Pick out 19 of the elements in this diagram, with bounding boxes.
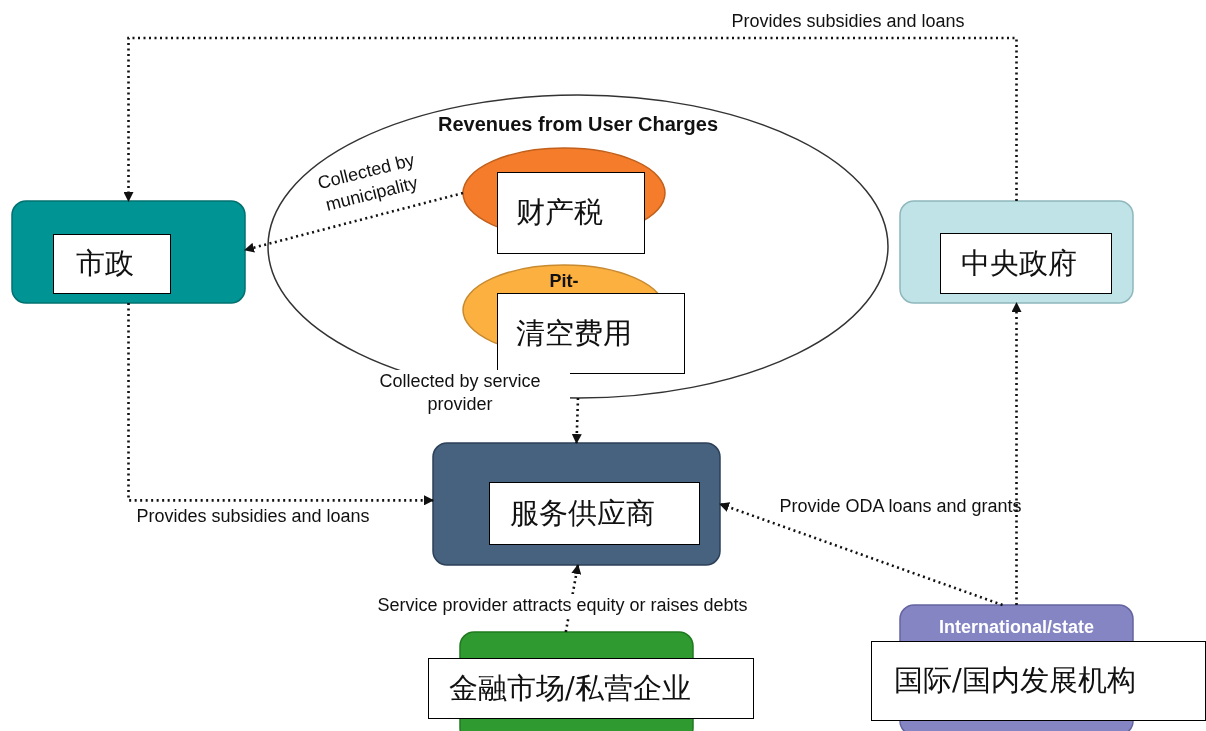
arrow bbox=[244, 191, 464, 253]
label-box: 清空费用 bbox=[497, 293, 685, 374]
node-title: Pit- bbox=[548, 271, 580, 292]
arrow bbox=[127, 303, 434, 506]
label-box: 服务供应商 bbox=[489, 482, 700, 545]
arrow bbox=[1011, 302, 1022, 605]
arrow bbox=[719, 502, 1003, 607]
node-title: International/state bbox=[938, 617, 1095, 638]
label-box: 财产税 bbox=[497, 172, 645, 254]
edge-label: Provides subsidies and loans bbox=[135, 505, 371, 528]
label-box: 国际/国内发展机构 bbox=[871, 641, 1206, 721]
node-title: Revenues from User Charges bbox=[436, 113, 720, 136]
label-box: 中央政府 bbox=[940, 233, 1112, 294]
edge-label: Provide ODA loans and grants bbox=[778, 495, 1023, 518]
arrow bbox=[123, 36, 1018, 202]
arrow bbox=[564, 564, 582, 633]
label-box: 金融市场/私营企业 bbox=[428, 658, 754, 719]
label-box: 市政 bbox=[53, 234, 171, 294]
arrow bbox=[571, 397, 582, 444]
